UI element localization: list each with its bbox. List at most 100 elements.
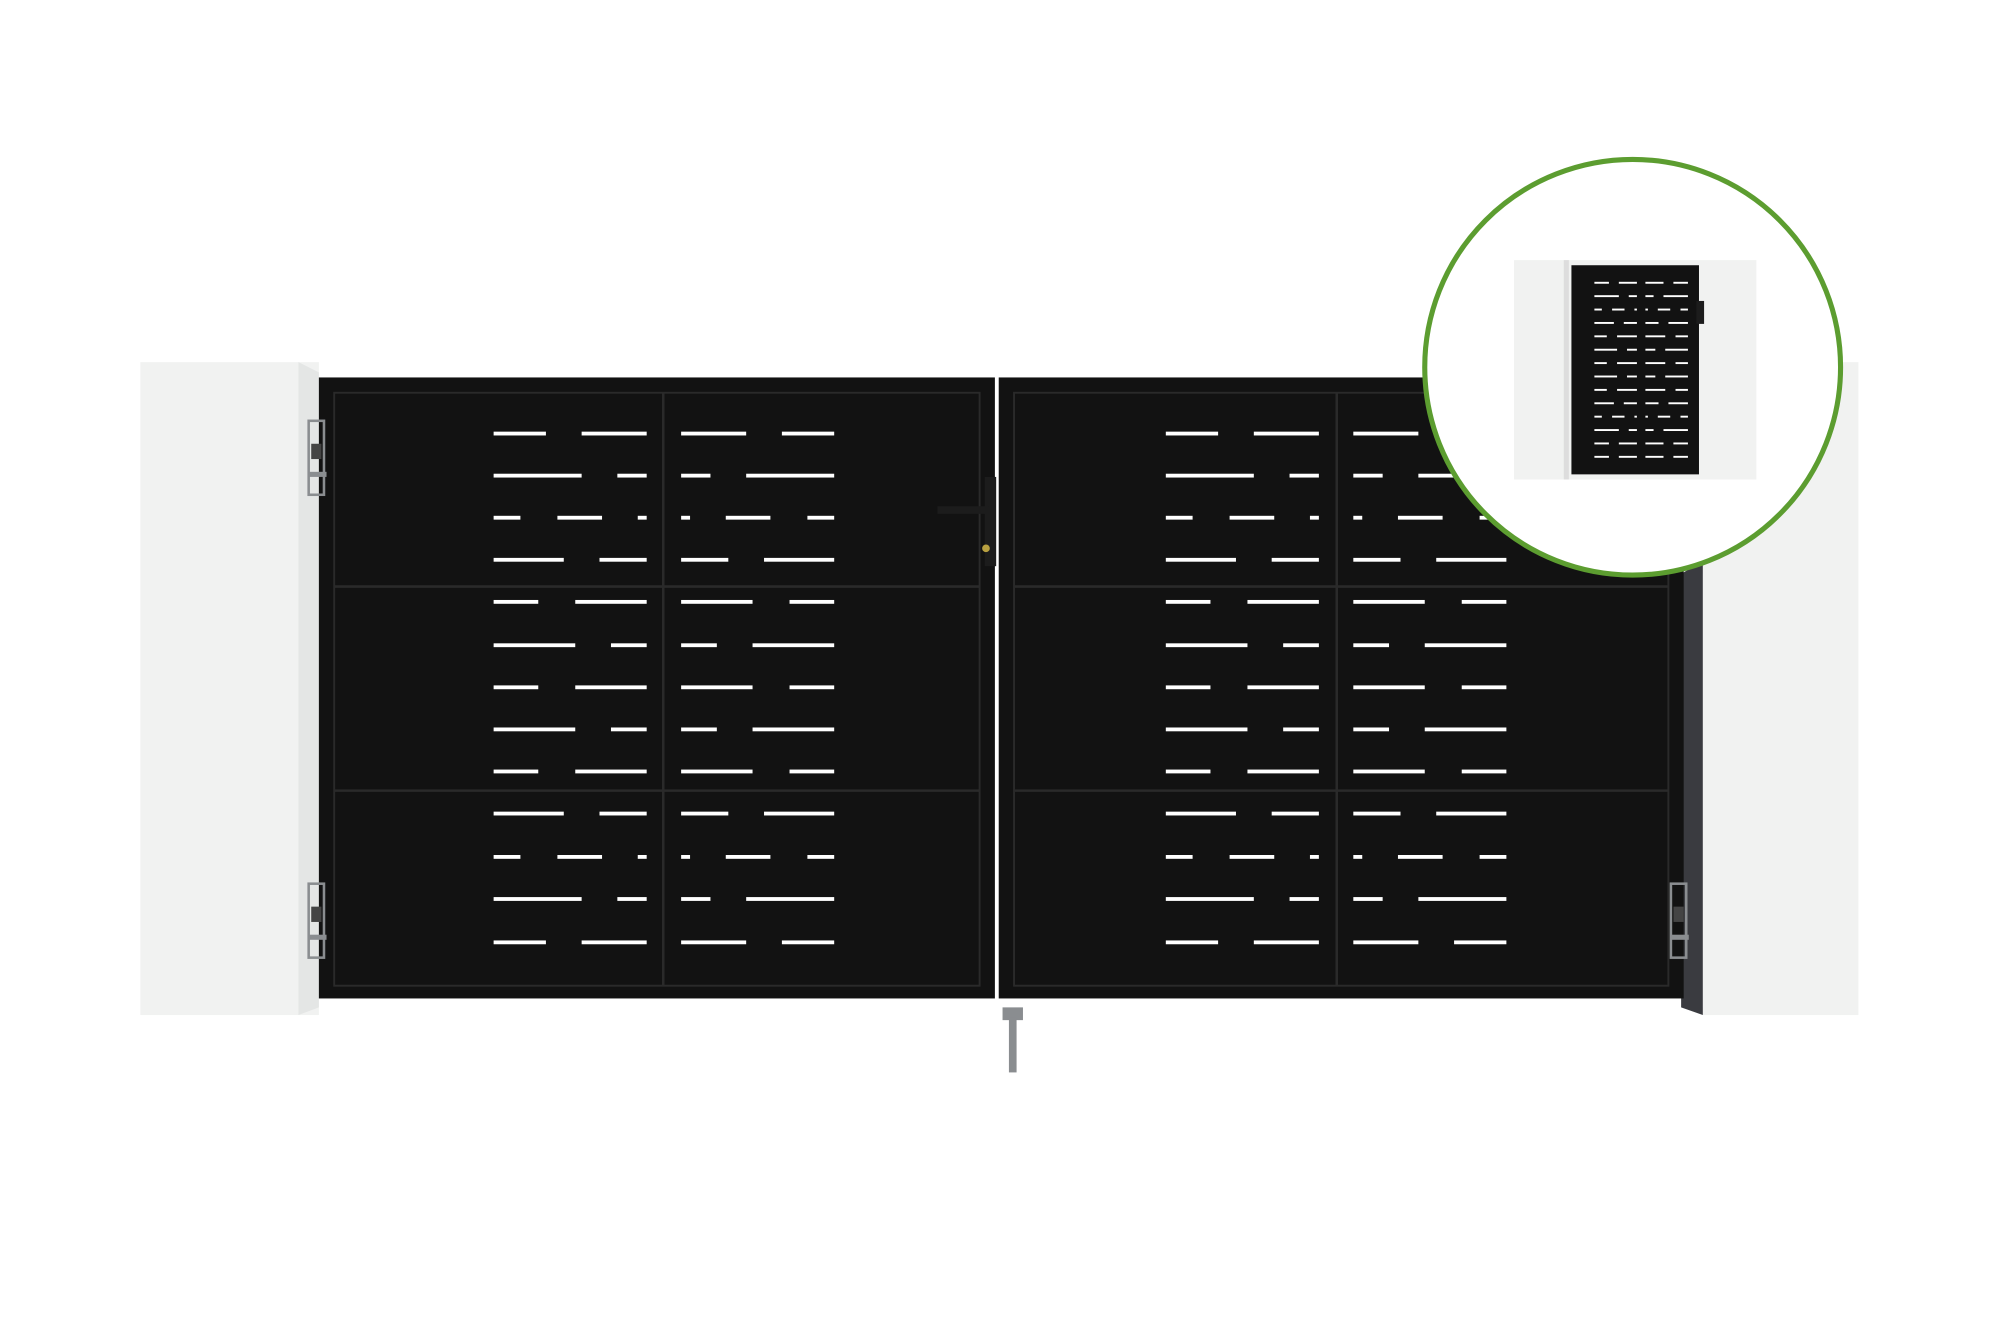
slot: [1165, 855, 1193, 859]
inset-slot: [1618, 281, 1637, 284]
inset-slot: [1645, 415, 1648, 418]
slot: [764, 557, 835, 562]
slot: [1283, 727, 1319, 732]
slot: [1353, 897, 1383, 901]
inset-slot: [1645, 321, 1659, 324]
slot: [493, 557, 564, 562]
handle-lock-icon: [937, 476, 997, 567]
slot: [581, 940, 647, 945]
slot: [1165, 685, 1211, 690]
inset-preview: [1422, 156, 1844, 578]
inset-slot: [1617, 362, 1637, 365]
inset-slot: [1657, 308, 1671, 311]
slot: [1289, 473, 1319, 478]
slot: [1165, 643, 1248, 648]
slot: [493, 727, 576, 732]
slot: [1461, 769, 1507, 774]
leaf-frame: [318, 377, 995, 999]
slot: [1165, 897, 1254, 901]
slot: [493, 431, 546, 436]
inset-slot: [1617, 388, 1637, 391]
inset-slot: [1594, 402, 1614, 405]
slot: [1271, 811, 1319, 816]
slot: [493, 897, 582, 901]
inset-slot: [1645, 388, 1666, 391]
inset-slot: [1594, 348, 1618, 351]
inset-slot: [1634, 308, 1637, 311]
slot: [1253, 940, 1319, 945]
inset-slot: [1623, 402, 1637, 405]
slot: [493, 515, 521, 520]
inset-slot: [1645, 335, 1666, 338]
slot: [1353, 473, 1383, 478]
slot: [1271, 557, 1319, 562]
slot: [1436, 557, 1507, 562]
inset-ring: [1422, 156, 1844, 578]
slot: [1165, 557, 1236, 562]
inset-slot: [1668, 321, 1688, 324]
slot: [681, 599, 753, 604]
inset-slot: [1628, 295, 1637, 298]
inset-slot: [1594, 295, 1619, 298]
slot: [1165, 515, 1193, 520]
slot: [746, 473, 835, 478]
slot: [1247, 769, 1319, 774]
drop-bolt: [1002, 1007, 1023, 1073]
inset-slot: [1618, 455, 1637, 458]
slot: [746, 897, 835, 901]
slot: [781, 431, 835, 436]
slot: [1253, 431, 1319, 436]
slot: [1353, 557, 1401, 562]
inset-slot: [1675, 335, 1688, 338]
slot: [1165, 940, 1219, 945]
inset-slot: [1673, 455, 1688, 458]
slot: [1309, 515, 1319, 520]
inset-slot: [1617, 335, 1637, 338]
slot: [789, 685, 835, 690]
inset-slot: [1594, 442, 1609, 445]
inset-slot: [1663, 429, 1688, 432]
inset-slot: [1645, 455, 1664, 458]
inset-slot: [1594, 415, 1602, 418]
slot: [493, 811, 564, 816]
slot: [1353, 515, 1363, 520]
slot: [1461, 685, 1507, 690]
slot: [789, 599, 835, 604]
slot: [493, 769, 539, 774]
slot: [681, 515, 691, 520]
slot: [1353, 855, 1363, 859]
slot: [575, 599, 647, 604]
slot: [681, 685, 753, 690]
inset-slot: [1594, 321, 1614, 324]
slot: [637, 855, 647, 859]
slot: [557, 515, 603, 520]
slot: [617, 473, 647, 478]
inset-slot: [1626, 348, 1637, 351]
slot: [617, 897, 647, 901]
inset-slot: [1665, 375, 1688, 378]
inset-slot: [1612, 415, 1625, 418]
inset-slot: [1673, 442, 1688, 445]
leaf-inner-frame: [333, 391, 981, 987]
slot: [1397, 855, 1443, 859]
slot: [789, 769, 835, 774]
slot: [1479, 855, 1507, 859]
slot: [599, 811, 647, 816]
slot: [681, 811, 729, 816]
slot: [493, 599, 539, 604]
slot: [581, 431, 647, 436]
slot: [1454, 940, 1507, 945]
slot: [575, 685, 647, 690]
slot: [1283, 643, 1319, 648]
slot: [681, 557, 729, 562]
slot: [752, 643, 835, 648]
slot: [1424, 727, 1507, 732]
slot: [1229, 855, 1275, 859]
leaf-inner-frame: [1013, 391, 1670, 987]
slot: [1247, 599, 1319, 604]
slot: [1247, 685, 1319, 690]
slot: [681, 727, 717, 732]
inset-slot: [1645, 429, 1654, 432]
slot: [681, 855, 691, 859]
slot: [1353, 431, 1419, 436]
